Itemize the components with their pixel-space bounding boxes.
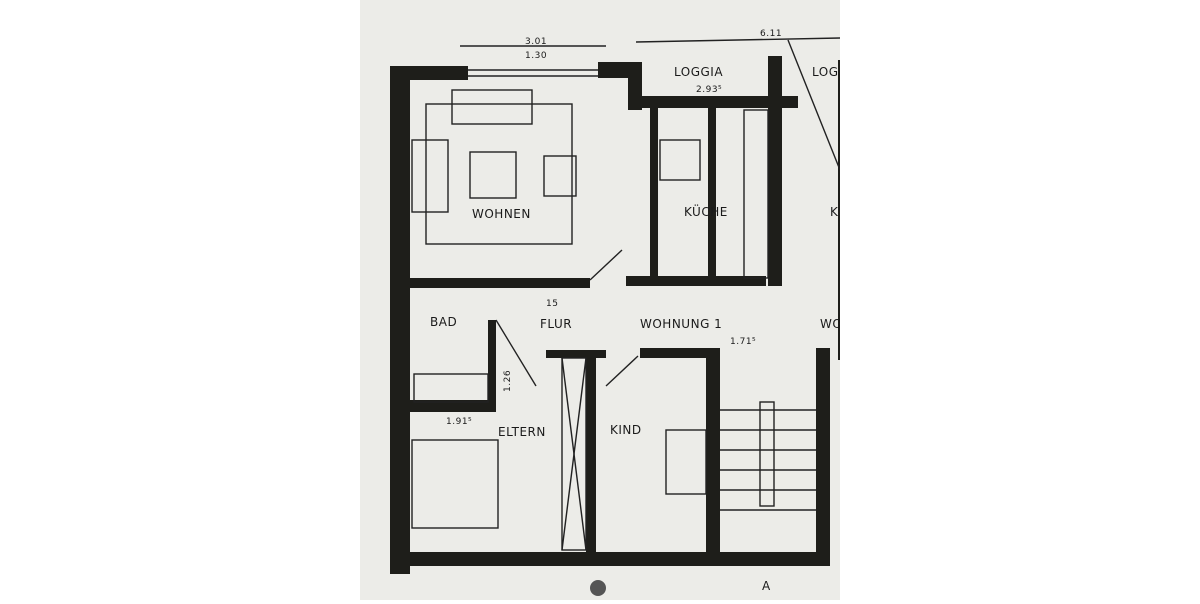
dimension-loggia-width: 6.11 [760, 29, 782, 39]
room-label-kueche: KÜCHE [684, 203, 728, 219]
room-label-wohnung: WOHNUNG 1 [640, 317, 722, 331]
room-label-kueche-cut: K [830, 205, 839, 219]
dimension-top-width: 3.01 [525, 37, 547, 47]
dimension-flur: 15 [546, 299, 558, 309]
room-label-kind: KIND [610, 423, 642, 437]
room-label-wohnung-cut: WO [820, 317, 840, 331]
thin-lines [411, 37, 841, 551]
stairs [720, 409, 816, 511]
dimension-wohnung: 1.71⁵ [730, 337, 756, 347]
floor-plan-drawing: 3.01 1.30 6.11 2.93⁵ 15 1.71⁵ 1.26 1.91⁵… [390, 29, 842, 596]
dimension-bad-height: 1.26 [503, 370, 513, 392]
room-label-eltern: ELTERN [498, 425, 546, 439]
pin-marker [590, 580, 606, 596]
walls [390, 56, 840, 574]
room-label-loggia: LOGGIA [674, 65, 723, 79]
dimension-bad-width: 1.91⁵ [446, 417, 472, 427]
room-label-wohnen: WOHNEN [472, 207, 531, 221]
floor-plan: 3.01 1.30 6.11 2.93⁵ 15 1.71⁵ 1.26 1.91⁵… [360, 0, 842, 600]
room-label-flur: FLUR [540, 317, 572, 331]
dimension-loggia-area: 2.93⁵ [696, 85, 722, 95]
room-label-bad: BAD [430, 315, 457, 329]
room-label-loggia-cut: LOG [812, 65, 839, 79]
dimension-top-window: 1.30 [525, 51, 547, 61]
section-mark: A [762, 579, 771, 593]
